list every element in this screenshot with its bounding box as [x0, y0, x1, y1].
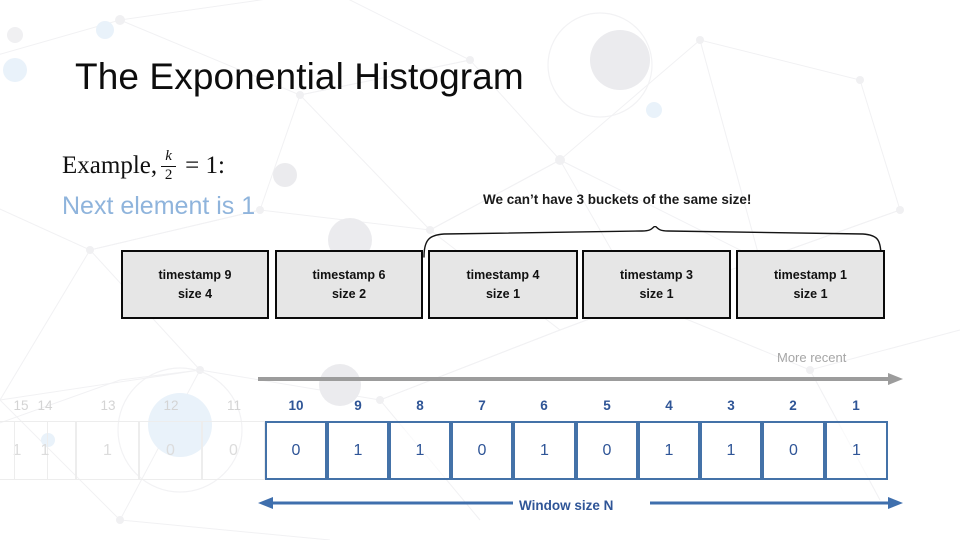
- bit-cell[interactable]: 0: [265, 421, 327, 480]
- bit-cell[interactable]: 0: [762, 421, 825, 480]
- timeline-tick: 10: [288, 398, 304, 413]
- bit-cell[interactable]: 1: [513, 421, 576, 480]
- timeline-tick: 8: [416, 398, 424, 413]
- bit-cell[interactable]: 1: [389, 421, 451, 480]
- bucket-size: size 1: [793, 286, 828, 301]
- bucket-timestamp: timestamp 6: [312, 268, 386, 283]
- example-equals: = 1:: [185, 151, 225, 179]
- more-recent-arrow: [258, 373, 903, 385]
- fraction-denominator: 2: [164, 167, 173, 184]
- bit-cell[interactable]: 1: [14, 421, 76, 480]
- timeline-tick: 5: [603, 398, 611, 413]
- bucket-box[interactable]: timestamp 3 size 1: [582, 250, 731, 319]
- example-formula: Example, k 2 = 1:: [62, 148, 225, 183]
- bit-cell[interactable]: 1: [76, 421, 139, 480]
- timeline-tick: 3: [727, 398, 735, 413]
- bucket-box[interactable]: timestamp 6 size 2: [275, 250, 423, 319]
- timeline-tick: 15: [13, 398, 29, 413]
- bucket-timestamp: timestamp 3: [620, 268, 693, 283]
- timeline-tick: 14: [37, 398, 53, 413]
- bucket-size: size 1: [639, 286, 674, 301]
- example-label: Example,: [62, 151, 158, 179]
- timeline-tick: 7: [478, 398, 486, 413]
- bucket-size: size 4: [177, 286, 213, 301]
- bit-cell[interactable]: 1: [327, 421, 389, 480]
- bit-cell[interactable]: 1: [825, 421, 888, 480]
- timeline-tick: 4: [665, 398, 673, 413]
- bucket-timestamp: timestamp 4: [466, 268, 540, 283]
- window-size-label: Window size N: [519, 498, 614, 513]
- bucket-box[interactable]: timestamp 1 size 1: [736, 250, 885, 319]
- timeline-tick: 1: [852, 398, 860, 413]
- bucket-size: size 2: [331, 286, 367, 301]
- bucket-size: size 1: [485, 286, 521, 301]
- timeline-tick: 2: [789, 398, 797, 413]
- annotation-text: We can’t have 3 buckets of the same size…: [483, 192, 752, 207]
- timeline-tick: 9: [354, 398, 362, 413]
- curly-brace: [423, 226, 882, 258]
- next-element-text: Next element is 1: [62, 192, 256, 220]
- timeline-tick: 12: [163, 398, 179, 413]
- timeline-tick: 6: [540, 398, 548, 413]
- more-recent-label: More recent: [777, 350, 847, 365]
- fraction-k-over-2: k 2: [161, 148, 177, 184]
- bucket-timestamp: timestamp 9: [158, 268, 232, 283]
- bit-cell[interactable]: 0: [202, 421, 265, 480]
- bucket-timestamp: timestamp 1: [774, 268, 847, 283]
- window-size-arrows: [258, 497, 903, 509]
- bit-cell[interactable]: 1: [700, 421, 762, 480]
- bucket-box[interactable]: timestamp 9 size 4: [121, 250, 269, 319]
- timeline-tick: 13: [100, 398, 116, 413]
- bit-cell[interactable]: 1: [638, 421, 700, 480]
- bit-cell[interactable]: 0: [451, 421, 513, 480]
- bit-cell[interactable]: 0: [139, 421, 202, 480]
- bucket-box[interactable]: timestamp 4 size 1: [428, 250, 578, 319]
- bit-cell[interactable]: 0: [576, 421, 638, 480]
- page-title: The Exponential Histogram: [75, 56, 524, 97]
- fraction-bar: [161, 165, 177, 168]
- fraction-numerator: k: [165, 148, 172, 164]
- timeline-tick: 11: [226, 398, 241, 413]
